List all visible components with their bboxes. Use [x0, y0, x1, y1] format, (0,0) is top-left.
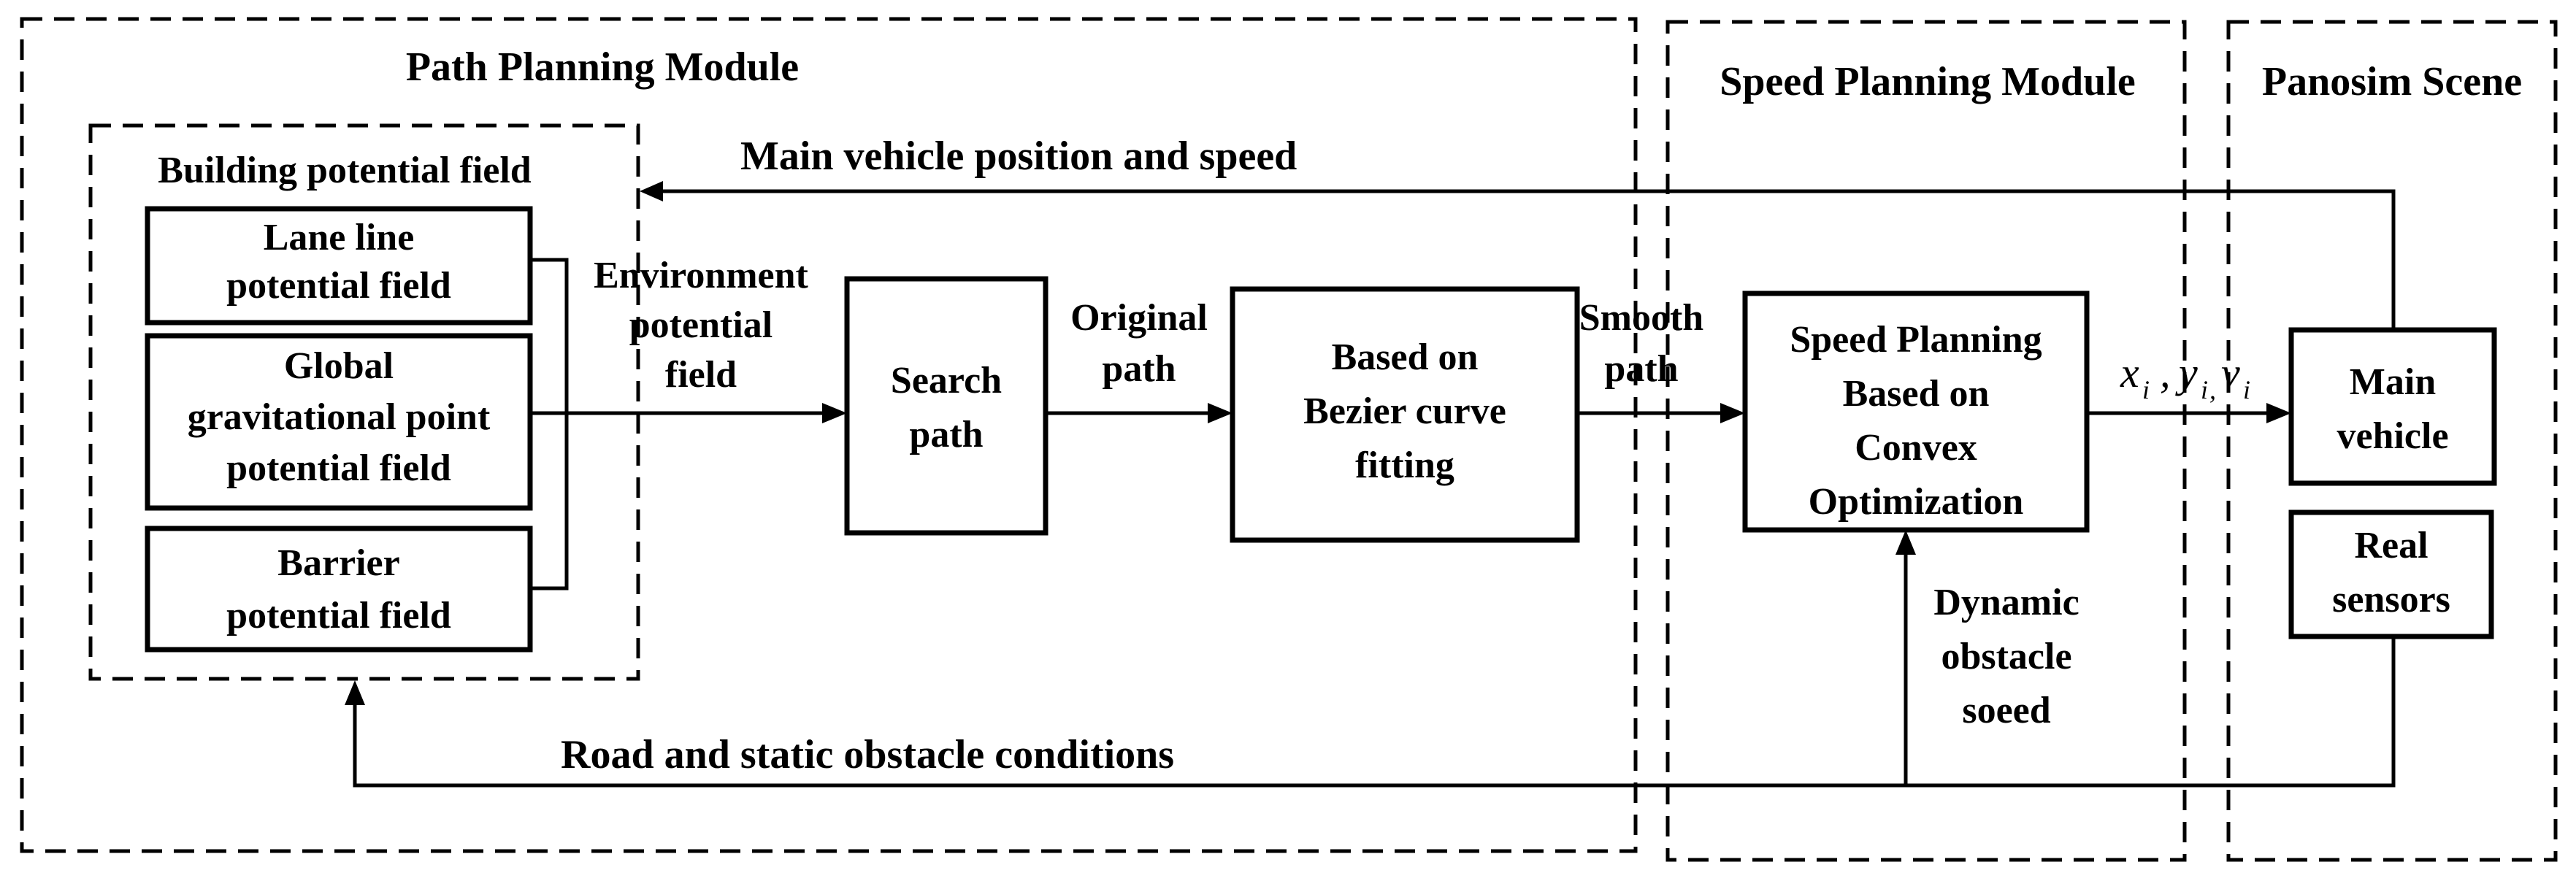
real-sensors-block — [2288, 509, 2494, 639]
speed-planning-module-frame — [1665, 20, 2187, 862]
speed-planning-label: Based on — [1843, 373, 1990, 415]
state-var-x-sub: i — [2142, 375, 2150, 404]
sensor-feedback-arrowhead — [345, 680, 365, 705]
lane-line-potential-field-box — [145, 206, 533, 326]
vehicle-position-speed-label: Main vehicle position and speed — [740, 134, 1297, 179]
speed-planning-block — [1742, 291, 2090, 533]
smooth-path-label: path — [1604, 348, 1678, 390]
potential-field-merge-bracket — [530, 258, 569, 590]
smooth-path-label: Smooth — [1579, 297, 1704, 339]
panosim-scene-title: Panosim Scene — [2262, 59, 2522, 104]
speed-planning-label: Optimization — [1809, 481, 2024, 523]
dynamic-obstacle-label: soeed — [1962, 690, 2050, 731]
global-gravitational-label: potential field — [226, 447, 451, 489]
bezier-to-speed-arrowhead — [1720, 403, 1745, 423]
dynamic-obstacle-label: Dynamic — [1933, 582, 2079, 623]
speed-planning-label: Convex — [1855, 427, 1977, 469]
bezier-fitting-block — [1230, 286, 1580, 543]
vehicle-feedback-arrowhead — [640, 181, 663, 201]
search-to-bezier-arrowhead — [1208, 403, 1233, 423]
vehicle-feedback-line — [651, 189, 2396, 330]
environment-to-search-arrowhead — [822, 403, 847, 423]
state-var-x: x — [2120, 349, 2139, 396]
environment-field-label: potential — [629, 304, 773, 346]
path-planning-module-title: Path Planning Module — [406, 45, 799, 90]
barrier-label: potential field — [226, 595, 451, 636]
path-planning-module-frame — [20, 17, 1638, 853]
search-path-block — [844, 276, 1049, 536]
environment-field-label: Environment — [594, 255, 808, 296]
state-var-sep: , — [2160, 349, 2171, 396]
speed-planning-label: Speed Planning — [1790, 319, 2042, 361]
lane-line-label: Lane line — [264, 217, 415, 258]
state-var-v-sub: i — [2243, 375, 2250, 404]
barrier-label: Barrier — [277, 542, 399, 584]
speed-planning-module-title: Speed Planning Module — [1720, 59, 2135, 104]
bezier-fitting-label: fitting — [1355, 445, 1454, 486]
dynamic-obstacle-arrowhead — [1895, 530, 1916, 555]
state-var-y: y — [2175, 349, 2198, 396]
original-path-label: path — [1102, 348, 1176, 390]
real-sensors-label: sensors — [2332, 579, 2450, 620]
lane-line-label: potential field — [226, 265, 451, 307]
global-gravitational-label: Global — [284, 345, 394, 387]
original-path-label: Original — [1070, 297, 1208, 339]
global-gravitational-label: gravitational point — [188, 396, 491, 438]
global-gravitational-point-box — [145, 333, 533, 511]
environment-field-label: field — [665, 354, 737, 396]
state-var-sep: , — [2209, 375, 2216, 404]
road-static-obstacle-label: Road and static obstacle conditions — [561, 732, 1174, 777]
dynamic-obstacle-label: obstacle — [1941, 636, 2071, 677]
building-potential-field-title: Building potential field — [158, 150, 532, 191]
sensor-feedback-line — [353, 636, 2396, 788]
state-variables-label: x i , y i , v i — [2120, 349, 2250, 404]
search-path-label: path — [909, 414, 983, 455]
building-potential-field-frame — [88, 123, 640, 681]
panosim-scene-frame — [2226, 20, 2558, 862]
state-var-v: v — [2221, 349, 2240, 396]
main-vehicle-label: Main — [2350, 361, 2437, 403]
main-vehicle-label: vehicle — [2337, 415, 2448, 457]
speed-to-vehicle-arrowhead — [2266, 403, 2291, 423]
bezier-fitting-label: Bezier curve — [1303, 391, 1506, 432]
bezier-fitting-label: Based on — [1332, 336, 1479, 378]
real-sensors-label: Real — [2354, 525, 2428, 566]
search-path-label: Search — [891, 360, 1002, 401]
main-vehicle-block — [2288, 327, 2497, 486]
state-var-y-sub: i — [2201, 375, 2208, 404]
